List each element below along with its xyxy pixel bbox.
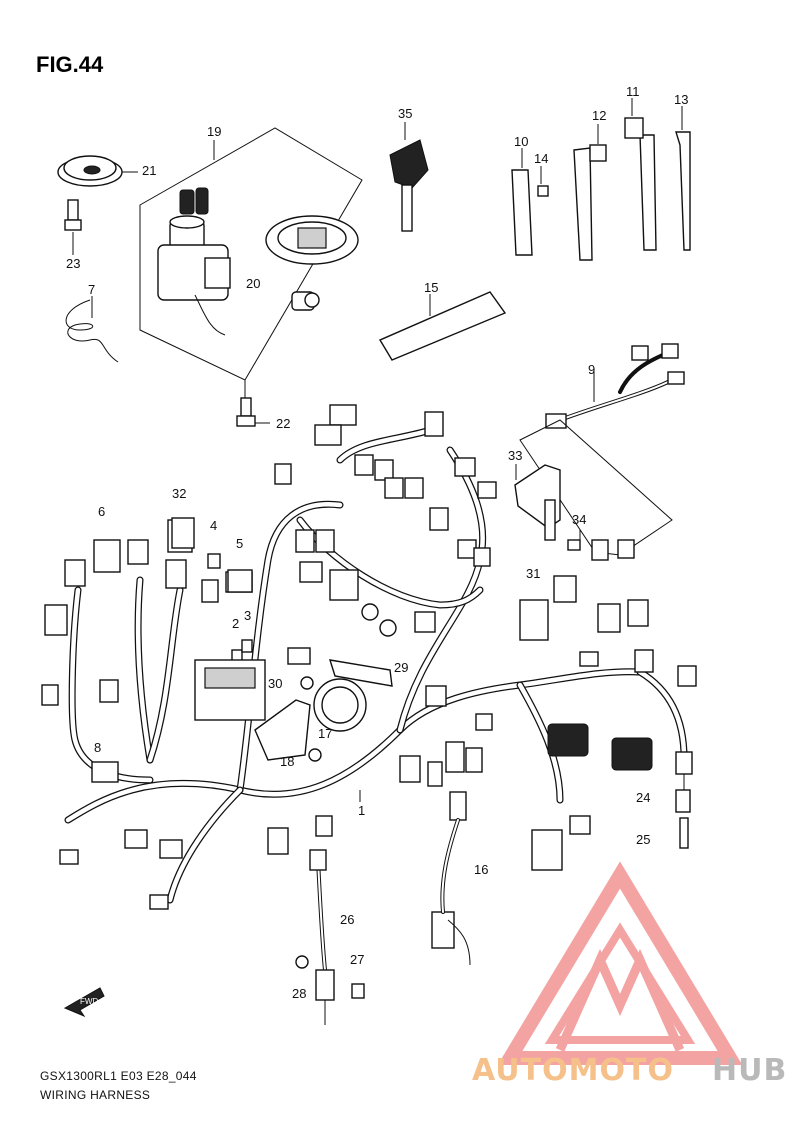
- part-number-23: 23: [66, 256, 80, 271]
- part-number-26: 26: [340, 912, 354, 927]
- part-number-10: 10: [514, 134, 528, 149]
- ignition-switch-group: [139, 127, 363, 400]
- harness-connectors: [41, 404, 697, 949]
- part-number-13: 13: [674, 92, 688, 107]
- watermark-text-part2: HUB: [712, 1053, 787, 1088]
- diagram-caption: WIRING HARNESS: [40, 1088, 150, 1102]
- part-number-33: 33: [508, 448, 522, 463]
- part-number-24: 24: [636, 790, 650, 805]
- part-number-15: 15: [424, 280, 438, 295]
- part-number-30: 30: [268, 676, 282, 691]
- part-number-9: 9: [588, 362, 595, 377]
- part-number-32: 32: [172, 486, 186, 501]
- watermark-text-part1: AUTOMOTO: [472, 1053, 674, 1088]
- sub-harness-26: [295, 849, 365, 1025]
- clamp-10: [511, 148, 533, 256]
- part-number-35: 35: [398, 106, 412, 121]
- fwd-label: FWD: [80, 997, 98, 1006]
- part-number-27: 27: [350, 952, 364, 967]
- tape-15: [378, 291, 507, 361]
- part-number-28: 28: [292, 986, 306, 1001]
- screw-34: [567, 530, 581, 551]
- part-number-16: 16: [474, 862, 488, 877]
- part-number-25: 25: [636, 832, 650, 847]
- part-number-6: 6: [98, 504, 105, 519]
- part-number-11: 11: [626, 84, 640, 99]
- bracket-33: [514, 419, 673, 556]
- bolt-22: [236, 397, 270, 427]
- band-11: [624, 98, 657, 251]
- part-number-18: 18: [280, 754, 294, 769]
- part-number-8: 8: [94, 740, 101, 755]
- model-code: GSX1300RL1 E03 E28_044: [40, 1069, 197, 1083]
- watermark-logo: AUTOMOTO HUB: [472, 861, 787, 1088]
- part-number-17: 17: [318, 726, 332, 741]
- part-number-labels: 1234567891011121314151617181920212223242…: [66, 84, 688, 1001]
- cable-tie-13: [675, 106, 691, 251]
- part-number-22: 22: [276, 416, 290, 431]
- bolt-23: [64, 199, 82, 255]
- part-number-34: 34: [572, 512, 586, 527]
- part-number-20: 20: [246, 276, 260, 291]
- figure-title: FIG.44: [36, 52, 104, 77]
- sub-harness-16: [440, 818, 471, 966]
- ignition-cover-part: [57, 155, 138, 187]
- spring-7: [65, 296, 119, 363]
- part-number-12: 12: [592, 108, 606, 123]
- part-number-19: 19: [207, 124, 221, 139]
- part-number-5: 5: [236, 536, 243, 551]
- part-number-21: 21: [142, 163, 156, 178]
- part-number-2: 2: [232, 616, 239, 631]
- part-number-29: 29: [394, 660, 408, 675]
- key-35: [389, 122, 429, 232]
- part-number-1: 1: [358, 803, 365, 818]
- band-12: [573, 124, 607, 261]
- misc-electrical-parts: [171, 517, 393, 762]
- part-number-14: 14: [534, 151, 548, 166]
- part-number-7: 7: [88, 282, 95, 297]
- sensor-24-25: [675, 774, 691, 849]
- part-number-31: 31: [526, 566, 540, 581]
- part-number-3: 3: [244, 608, 251, 623]
- forward-direction-marker: FWD: [63, 987, 105, 1018]
- part-number-4: 4: [210, 518, 217, 533]
- sub-harness-9: [545, 343, 685, 429]
- screw-14: [537, 166, 549, 197]
